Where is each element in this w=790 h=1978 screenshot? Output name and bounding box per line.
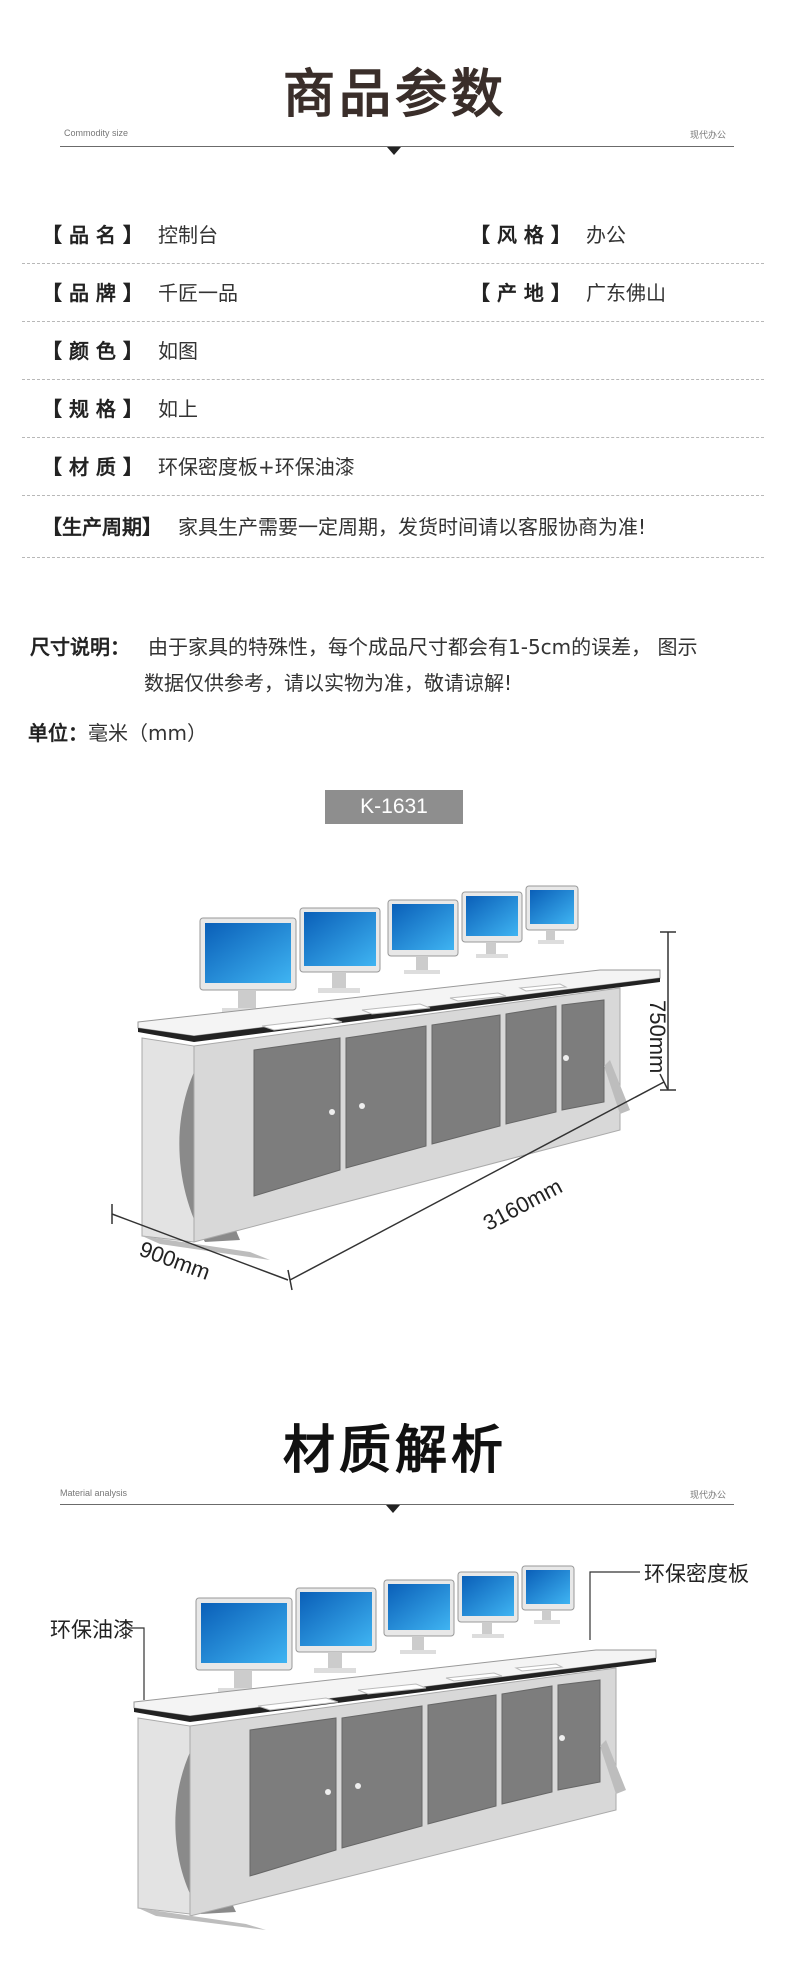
unit-note-label: 单位：: [28, 721, 88, 745]
param-value: 如上: [158, 397, 198, 421]
param-label: 【 颜 色 】: [42, 339, 143, 363]
dim-height-label: 750mm: [645, 1000, 670, 1074]
product-illustration-dimensions: [111, 885, 676, 1291]
param-value: 广东佛山: [586, 281, 666, 305]
param-label: 【 规 格 】: [42, 397, 143, 421]
param-row: 【 品 名 】 控制台 【 风 格 】 办公: [22, 206, 764, 264]
size-note-label: 尺寸说明：: [30, 635, 130, 659]
section-divider: [60, 146, 734, 147]
lock-icon: [325, 1735, 565, 1795]
section-subtitle-right: 现代办公: [690, 130, 727, 140]
size-note-line2: 数据仅供参考，请以实物为准，敬请谅解!: [144, 671, 513, 695]
monitor-icon: [295, 1587, 377, 1673]
param-row: 【 颜 色 】 如图: [22, 322, 764, 380]
size-note-line1: 由于家具的特殊性，每个成品尺寸都会有1-5cm的误差， 图示: [148, 635, 698, 659]
unit-note: 单位：毫米（mm）: [28, 716, 207, 750]
keyboard-icon: [257, 1663, 564, 1711]
param-value: 办公: [586, 223, 626, 247]
monitor-icon: [195, 1597, 293, 1693]
param-row: 【生产周期】 家具生产需要一定周期，发货时间请以客服协商为准!: [22, 496, 764, 558]
param-row: 【 品 牌 】 千匠一品 【 产 地 】 广东佛山: [22, 264, 764, 322]
param-label: 【 品 名 】: [42, 223, 143, 247]
monitor-icon: [521, 1565, 575, 1624]
material-board-callout: 环保密度板: [644, 1562, 749, 1586]
param-row: 【 规 格 】 如上: [22, 380, 764, 438]
section-header-material: 材质解析 Material analysis 现代办公: [0, 1400, 790, 1530]
product-illustration-materials: [122, 1565, 657, 1930]
param-value: 千匠一品: [158, 281, 238, 305]
param-label: 【 品 牌 】: [42, 281, 143, 305]
param-label: 【生产周期】: [42, 515, 162, 539]
param-value: 如图: [158, 339, 198, 363]
lock-icon: [329, 1055, 569, 1115]
section-header-params: 商品参数 Commodity size 现代办公: [0, 0, 790, 160]
section-title: 商品参数: [282, 65, 507, 125]
keyboard-icon: [261, 983, 568, 1031]
monitor-icon: [199, 917, 297, 1013]
section-subtitle-left: Commodity size: [64, 128, 129, 138]
param-label: 【 产 地 】: [470, 281, 571, 305]
param-row: 【 材 质 】 环保密度板+环保油漆: [22, 438, 764, 496]
material-paint-callout: 环保油漆: [50, 1618, 134, 1642]
param-label: 【 材 质 】: [42, 455, 143, 479]
caret-down-icon: [386, 1505, 400, 1513]
param-value: 控制台: [158, 223, 218, 247]
param-label: 【 风 格 】: [470, 223, 571, 247]
model-badge: K-1631: [325, 790, 463, 824]
param-value: 环保密度板+环保油漆: [158, 455, 355, 479]
param-value: 家具生产需要一定周期，发货时间请以客服协商为准!: [178, 515, 647, 539]
section-subtitle-right: 现代办公: [690, 1490, 727, 1500]
section-subtitle-left: Material analysis: [60, 1488, 128, 1498]
caret-down-icon: [387, 147, 401, 155]
monitor-icon: [525, 885, 579, 944]
monitor-icon: [383, 1579, 455, 1654]
monitor-icon: [299, 907, 381, 993]
section-title: 材质解析: [282, 1421, 507, 1481]
section-divider: [60, 1504, 734, 1505]
monitor-icon: [457, 1571, 519, 1638]
monitor-icon: [387, 899, 459, 974]
unit-note-value: 毫米（mm）: [88, 721, 207, 745]
monitor-icon: [461, 891, 523, 958]
